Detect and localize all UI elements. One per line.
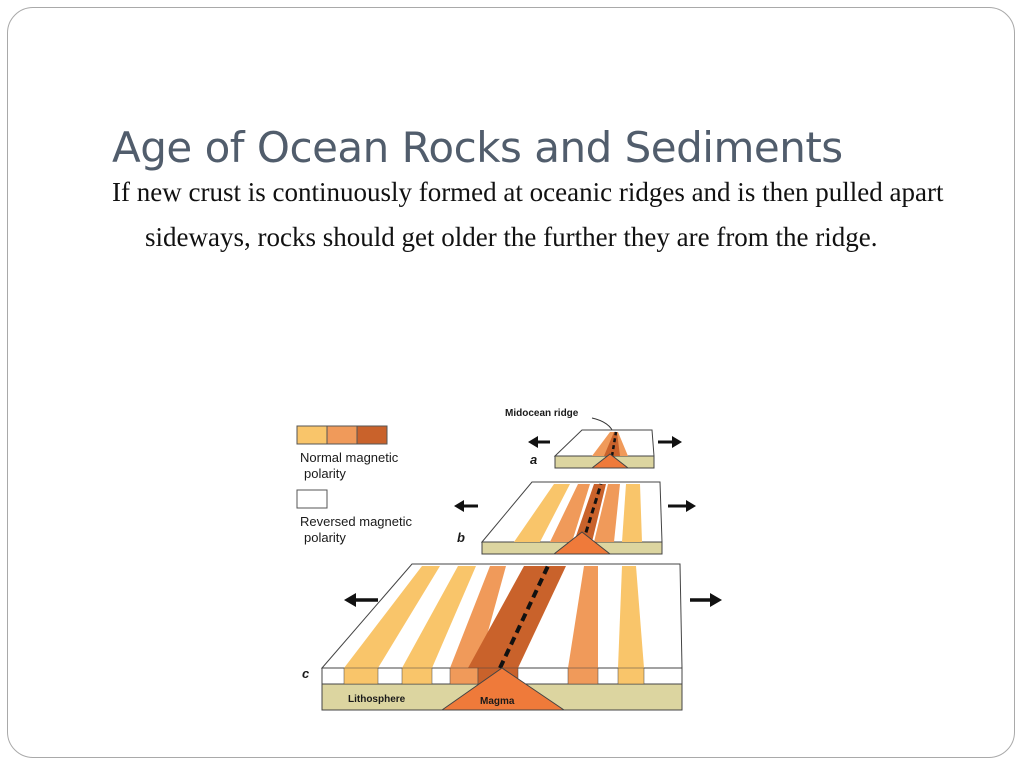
legend-reversed-line1: Reversed magnetic — [300, 514, 412, 529]
panel-label-c: c — [302, 666, 310, 681]
legend-normal-line1: Normal magnetic — [300, 450, 399, 465]
body-paragraph: If new crust is continuously formed at o… — [112, 177, 944, 252]
slide-body: If new crust is continuously formed at o… — [112, 170, 982, 260]
legend-reversed-line2: polarity — [304, 530, 346, 545]
panel-label-b: b — [457, 530, 465, 545]
legend-swatch-middle — [326, 425, 358, 445]
legend-swatch-reversed — [296, 489, 328, 509]
legend: Normal magnetic polarity Reversed magnet… — [296, 425, 412, 545]
legend-normal-line2: polarity — [304, 466, 346, 481]
panel-a: a — [528, 429, 682, 469]
panel-b: b — [454, 481, 696, 555]
lithosphere-label: Lithosphere — [348, 694, 406, 705]
slide-title: Age of Ocean Rocks and Sediments — [112, 123, 843, 173]
seafloor-spreading-diagram: Normal magnetic polarity Reversed magnet… — [292, 392, 732, 722]
legend-swatch-young — [356, 425, 388, 445]
panel-c: Lithosphere Magma c — [302, 563, 722, 711]
magma-label: Magma — [480, 696, 515, 707]
ridge-label: Midocean ridge — [505, 408, 579, 419]
panel-label-a: a — [530, 452, 537, 467]
legend-swatch-old — [296, 425, 328, 445]
